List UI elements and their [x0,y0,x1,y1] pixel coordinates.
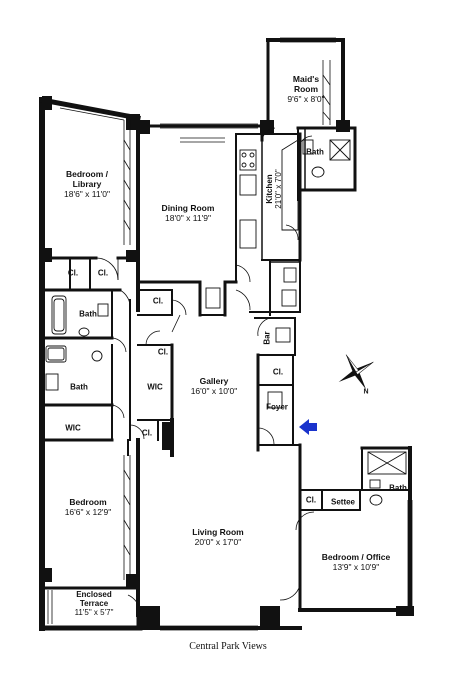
room-name: Gallery [199,376,229,386]
label-bath-2: Bath [70,382,88,392]
plan-caption: Central Park Views [189,641,267,652]
label-closet-3: Cl. [152,296,164,306]
label-bath-office: Bath [389,483,407,493]
room-dimensions: 13'9" x 10'9" [332,562,380,572]
room-bedroom-office: Bedroom / Office 13'9" x 10'9" [322,552,390,572]
room-name-2: Library [72,179,102,189]
wall-left-top [39,97,141,121]
label-closet-5: Cl. [141,428,153,438]
room-enclosed-terrace: Enclosed Terrace 11'5" x 5'7" [75,590,114,617]
room-maids-room: Maid's Room 9'6" x 8'0" [287,74,324,104]
label-closet-4: Cl. [157,347,169,357]
label-closet-2: Cl. [97,268,109,278]
room-living-room: Living Room 20'0" x 17'0" [192,527,243,547]
room-bedroom: Bedroom 16'6" x 12'9" [65,497,112,517]
compass-icon [338,354,374,390]
room-dimensions: 9'6" x 8'0" [287,94,325,104]
label-foyer: Foyer [266,402,288,412]
room-dimensions: 20'0" x 17'0" [194,537,242,547]
entry-arrow-icon [299,419,317,435]
label-settee: Settee [330,497,356,507]
room-gallery: Gallery 16'0" x 10'0" [191,376,238,396]
room-name: Maid's [292,74,320,84]
room-name: Dining Room [161,203,215,213]
room-name: Kitchen [265,174,274,204]
room-name: Enclosed [76,590,112,599]
room-kitchen: Kitchen 21'0" x 7'0" [265,163,283,215]
room-dimensions: 16'0" x 10'0" [190,386,238,396]
label-wic-1: WIC [147,382,163,392]
room-dimensions: 18'6" x 11'0" [64,189,110,199]
room-name: Living Room [192,527,244,537]
room-name-2: Terrace [79,599,109,608]
label-bar: Bar [262,331,272,345]
label-closet-7: Cl. [305,495,317,505]
label-bath-1: Bath [79,309,97,319]
label-closet-6: Cl. [272,367,284,377]
room-dimensions: 18'0" x 11'9" [164,213,211,223]
compass-north-label: N [363,388,369,396]
room-name: Bedroom / Office [321,552,391,562]
label-wic-2: WIC [65,423,81,433]
room-name: Bedroom [69,497,107,507]
room-bedroom-library: Bedroom / Library 18'6" x 11'0" [64,169,110,199]
room-dimensions: 16'6" x 12'9" [64,507,112,517]
room-dimensions: 11'5" x 5'7" [74,608,114,617]
label-bath-maids: Bath [306,147,324,157]
label-closet-1: Cl. [67,268,79,278]
room-dining-room: Dining Room 18'0" x 11'9" [162,203,215,223]
room-name: Bedroom / [65,169,109,179]
room-dimensions: 21'0" x 7'0" [274,169,283,209]
room-name-2: Room [293,84,319,94]
